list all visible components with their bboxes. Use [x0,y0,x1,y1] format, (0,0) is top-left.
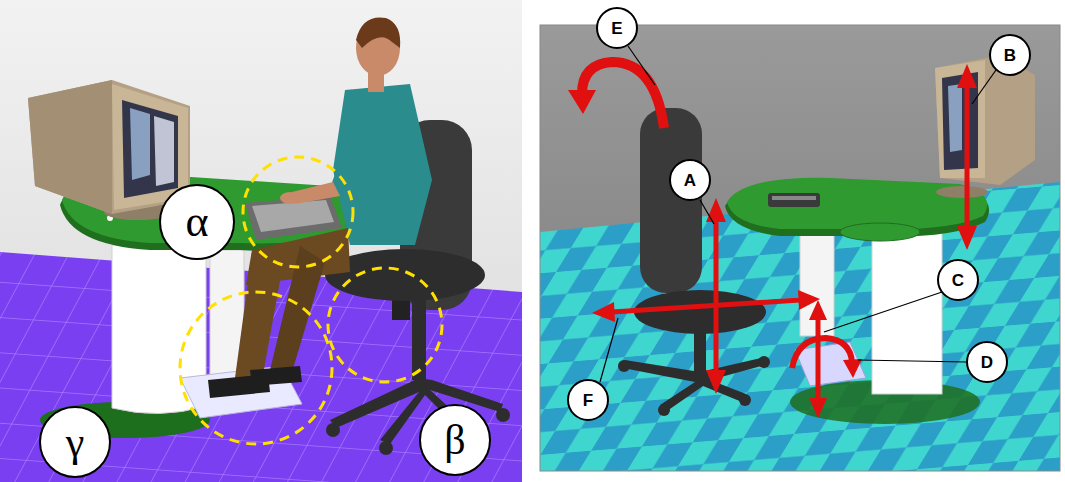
label-circle: F [567,379,609,421]
label-circle: β [419,404,491,476]
label-circle: B [989,34,1031,76]
label-circle: C [937,259,979,301]
callout-letter: β [444,419,465,461]
callout-letter: F [583,392,593,409]
callout-letter: B [1004,47,1016,64]
label-circle: E [596,7,638,49]
callout-letter: α [185,200,208,244]
label-circle: D [966,341,1008,383]
label-circle: γ [39,406,111,478]
callout-letter: A [684,172,696,189]
label-circle: α [159,184,235,260]
callout-letter: γ [66,421,85,463]
label-circle: A [669,159,711,201]
callout-letter: D [981,354,993,371]
callout-letter: E [611,20,622,37]
callout-letter: C [952,272,964,289]
